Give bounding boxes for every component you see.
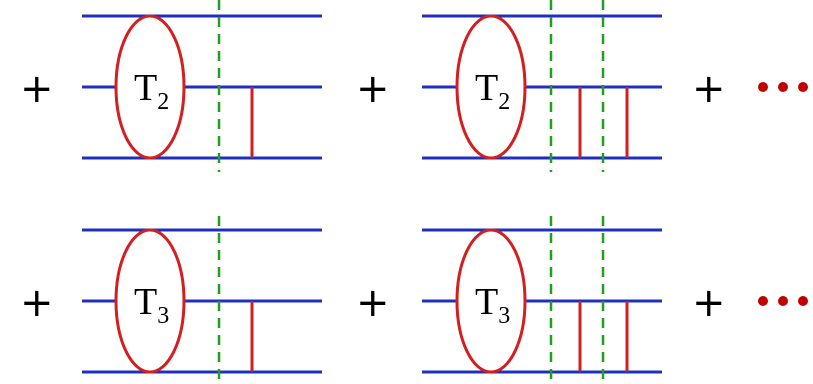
row-t2: + T2 + T2 + — [20, 0, 808, 172]
ellipsis-dot — [798, 296, 808, 306]
plus-sign: + — [356, 66, 390, 112]
t-label: T2 — [134, 67, 169, 115]
t-label: T3 — [475, 281, 510, 329]
ellipsis-dots — [758, 82, 808, 92]
plus-sign: + — [20, 66, 54, 112]
ellipsis-dot — [758, 82, 768, 92]
ellipsis-dot — [798, 82, 808, 92]
plus-sign: + — [356, 280, 390, 326]
t-label: T3 — [134, 281, 169, 329]
t-matrix-blob — [455, 228, 527, 374]
t-matrix-blob — [114, 14, 186, 160]
ellipsis-dot — [758, 296, 768, 306]
row-t3: + T3 + T3 + — [20, 216, 808, 384]
t-matrix-blob — [114, 228, 186, 374]
term-t2-two-rungs: T2 — [422, 0, 662, 172]
t-label: T2 — [475, 67, 510, 115]
term-t3-one-rung: T3 — [82, 216, 322, 384]
ellipsis-dot — [778, 82, 788, 92]
term-t3-two-rungs: T3 — [422, 216, 662, 384]
plus-sign: + — [692, 280, 726, 326]
plus-sign: + — [692, 66, 726, 112]
term-t2-one-rung: T2 — [82, 0, 322, 172]
ellipsis-dots — [758, 296, 808, 306]
t-matrix-blob — [455, 14, 527, 160]
ellipsis-dot — [778, 296, 788, 306]
plus-sign: + — [20, 280, 54, 326]
